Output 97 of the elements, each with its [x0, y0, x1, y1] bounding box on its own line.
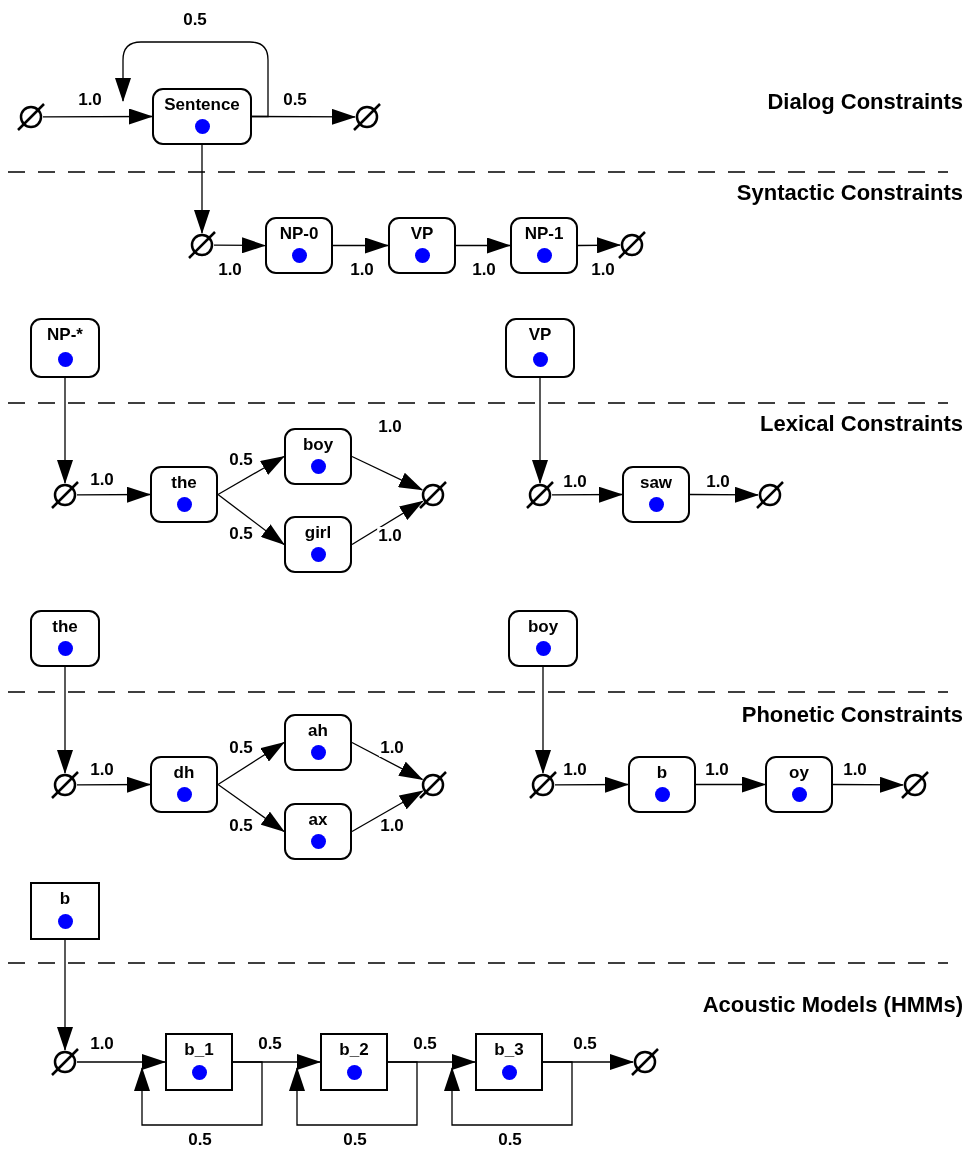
transition-arrow [232, 1054, 321, 1070]
null-state-symbol [755, 480, 785, 510]
transition-arrow [351, 455, 424, 491]
transition-arrow [351, 790, 424, 833]
transition-arrow [577, 237, 621, 254]
transition-arrow [213, 237, 266, 254]
transition-arrow [217, 741, 285, 786]
transition-arrow [57, 939, 73, 1051]
null-state-symbol [16, 102, 46, 132]
transition-arrow [554, 776, 629, 793]
state-label: NP-0 [278, 224, 320, 244]
null-state-symbol [525, 480, 555, 510]
null-state-symbol [617, 230, 647, 260]
state-box [320, 1033, 388, 1091]
state-label: Sentence [163, 95, 241, 115]
transition-arrow [444, 1061, 573, 1126]
state-label: VP [409, 224, 435, 244]
probability-label: 1.0 [379, 739, 405, 757]
transition-arrow [535, 666, 551, 774]
state-label: dh [172, 763, 196, 783]
state-box [284, 516, 352, 573]
transition-arrow [251, 108, 356, 125]
transition-arrow [351, 500, 424, 546]
transition-arrow [134, 1061, 263, 1126]
transition-arrow [217, 493, 285, 546]
transition-arrow [57, 377, 73, 484]
state-box [284, 428, 352, 485]
transition-arrow [76, 486, 151, 503]
state-label: b [58, 889, 72, 909]
state-label: saw [638, 473, 674, 493]
state-label: the [51, 617, 79, 637]
state-box [30, 610, 100, 667]
null-state-symbol [352, 102, 382, 132]
transition-arrow [387, 1054, 476, 1070]
state-box [152, 88, 252, 145]
state-box [628, 756, 696, 813]
state-label: ah [307, 721, 329, 741]
transition-arrow [194, 144, 210, 234]
transition-arrow [42, 108, 153, 125]
state-box [165, 1033, 233, 1091]
state-label: b_2 [338, 1040, 370, 1060]
transition-arrow [289, 1061, 418, 1126]
layer-heading: Dialog Constraints [767, 89, 963, 115]
state-box [30, 882, 100, 940]
state-label: VP [527, 325, 553, 345]
state-label: the [170, 473, 198, 493]
state-label: boy [301, 435, 335, 455]
state-box [622, 466, 690, 523]
transition-arrow [832, 776, 904, 793]
null-state-symbol [630, 1047, 660, 1077]
state-box [388, 217, 456, 274]
state-box [150, 466, 218, 523]
null-state-symbol [50, 480, 80, 510]
transition-arrow [217, 455, 285, 496]
layer-heading: Acoustic Models (HMMs) [702, 992, 963, 1018]
null-state-symbol [187, 230, 217, 260]
layer-heading: Syntactic Constraints [736, 180, 963, 206]
transition-arrow [532, 377, 548, 484]
state-box [505, 318, 575, 378]
null-state-symbol [50, 770, 80, 800]
null-state-symbol [418, 770, 448, 800]
state-label: b [655, 763, 669, 783]
state-box [475, 1033, 543, 1091]
transition-arrow [551, 486, 623, 503]
transition-arrow [76, 1054, 166, 1070]
null-state-symbol [528, 770, 558, 800]
null-state-symbol [50, 1047, 80, 1077]
null-state-symbol [900, 770, 930, 800]
transition-arrow [76, 776, 151, 793]
state-box [30, 318, 100, 378]
state-label: NP-1 [523, 224, 565, 244]
transition-arrow [332, 237, 389, 254]
state-box [510, 217, 578, 274]
state-label: boy [526, 617, 560, 637]
null-state-symbol [418, 480, 448, 510]
state-label: ax [307, 810, 329, 830]
state-label: NP-* [46, 325, 84, 345]
state-box [284, 714, 352, 771]
state-label: b_1 [183, 1040, 215, 1060]
layer-heading: Lexical Constraints [760, 411, 963, 437]
transition-arrow [115, 41, 269, 118]
transition-arrow [455, 237, 511, 254]
layer-heading: Phonetic Constraints [741, 702, 963, 728]
transition-arrow [351, 741, 424, 781]
state-box [265, 217, 333, 274]
transition-arrow [689, 486, 759, 503]
state-box [765, 756, 833, 813]
transition-arrow [695, 776, 766, 793]
state-box [508, 610, 578, 667]
transition-arrow [542, 1054, 634, 1070]
transition-arrow [57, 666, 73, 774]
state-label: oy [788, 763, 810, 783]
state-label: girl [303, 523, 333, 543]
state-box [284, 803, 352, 860]
transition-arrow [217, 783, 285, 833]
state-box [150, 756, 218, 813]
state-label: b_3 [493, 1040, 525, 1060]
